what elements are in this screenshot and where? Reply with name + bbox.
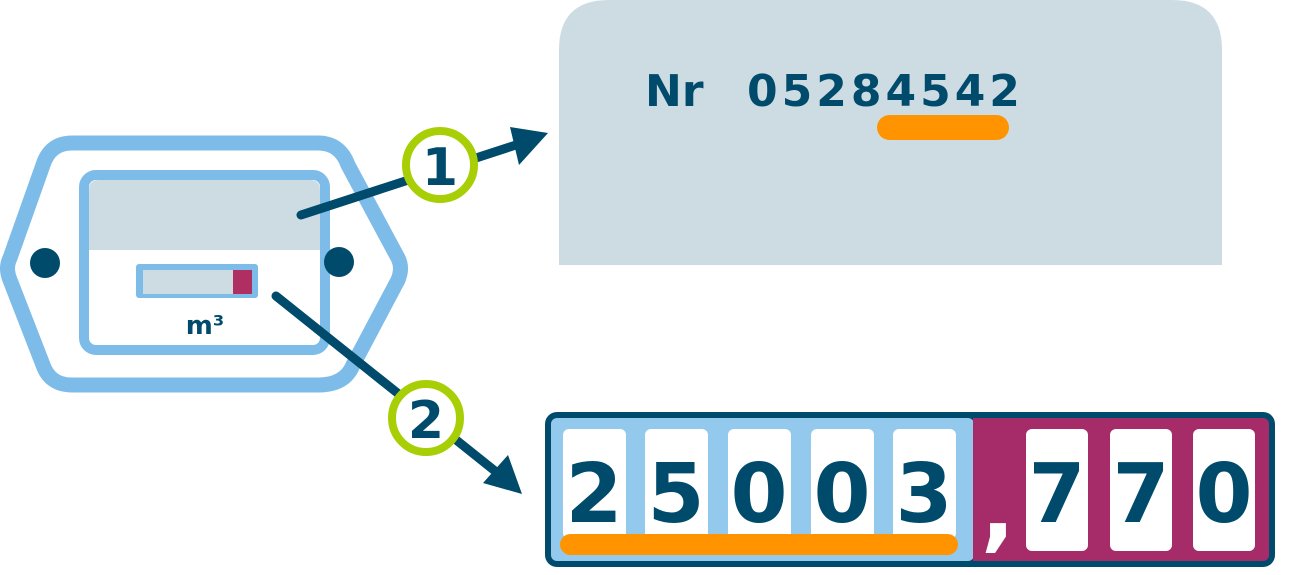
digit: 0 [1195,447,1252,542]
mount-hole-right [324,247,354,277]
digit: 5 [647,447,704,542]
mount-hole-left [30,248,60,278]
callout-2: 2 [388,380,464,456]
digit: 3 [895,447,952,542]
serial-number: 05284542 [747,66,1024,117]
meter-reading-display: 2 5 0 0 3 , 7 7 0 [545,412,1275,567]
digit: 2 [565,447,622,542]
integer-highlight-bar [560,534,958,555]
svg-text:2: 2 [408,391,444,451]
serial-number-panel: Nr 05284542 [559,0,1222,265]
digit: 7 [1112,447,1169,542]
callout-arrow-2 [271,291,522,494]
serial-prefix: Nr [645,66,704,117]
decimal-separator: , [981,457,1015,562]
serial-highlight-bar [877,115,1009,140]
svg-text:1: 1 [422,138,458,198]
digit: 7 [1028,447,1085,542]
digit: 0 [730,447,787,542]
callout-1: 1 [402,127,478,203]
digit: 0 [813,447,870,542]
decimal-digits: 7 7 0 [1026,429,1255,551]
meter-illustration: m³ [0,135,408,393]
integer-digits: 2 5 0 0 3 [560,429,958,555]
unit-label: m³ [186,311,224,341]
